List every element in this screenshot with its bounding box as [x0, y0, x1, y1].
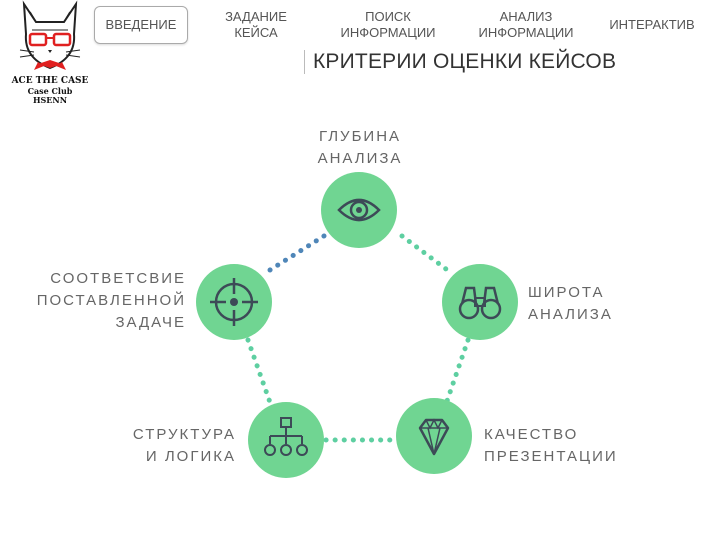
org-chart-icon [264, 417, 308, 456]
criterion-depth-label: ГЛУБИНА АНАЛИЗА [317, 128, 403, 167]
connector-breadth-quality [443, 337, 471, 407]
criterion-breadth-label: ШИРОТА АНАЛИЗА [528, 284, 613, 323]
criterion-relevance-label: СООТВЕТСВИЕ ПОСТАВЛЕННОЙ ЗАДАЧЕ [36, 270, 186, 331]
criterion-structure-circle [248, 402, 324, 478]
criterion-breadth-circle [442, 264, 518, 340]
connector-relevance-structure [245, 337, 275, 411]
page-title: КРИТЕРИИ ОЦЕНКИ КЕЙСОВ [304, 50, 616, 74]
criterion-quality-label: КАЧЕСТВО ПРЕЗЕНТАЦИИ [484, 426, 618, 465]
nav-intro[interactable]: ВВЕДЕНИЕ [94, 6, 188, 44]
diamond-icon [418, 418, 450, 456]
logo-subtitle: Case Club [27, 86, 73, 96]
connector-depth-relevance [267, 233, 327, 273]
nav-search[interactable]: ПОИСК ИНФОРМАЦИИ [340, 9, 436, 40]
cat-logo-icon [19, 0, 81, 70]
logo-org: HSENN [32, 95, 68, 105]
eye-icon [337, 198, 381, 222]
nav-analysis[interactable]: АНАЛИЗ ИНФОРМАЦИИ [478, 9, 574, 40]
binoculars-icon [458, 286, 502, 320]
target-icon [210, 278, 258, 326]
criterion-structure-label: СТРУКТУРА И ЛОГИКА [132, 426, 236, 465]
nav-task[interactable]: ЗАДАНИЕ КЕЙСА [225, 9, 287, 40]
nav-interactive[interactable]: ИНТЕРАКТИВ [609, 17, 695, 32]
logo: ACE THE CASE Case Club HSENN [10, 0, 90, 105]
criterion-relevance-circle [196, 264, 272, 340]
criterion-quality-circle [396, 398, 472, 474]
connector-depth-breadth [399, 233, 453, 275]
logo-title: ACE THE CASE [11, 76, 89, 86]
criterion-depth-circle [321, 172, 397, 248]
